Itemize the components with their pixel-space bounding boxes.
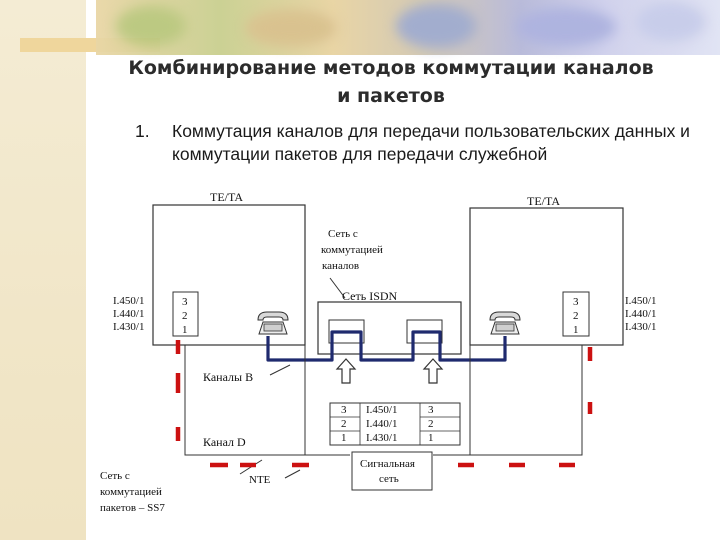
cs-network-label-2: коммутацией xyxy=(321,244,383,256)
b-channels-label: Каналы B xyxy=(203,370,253,384)
title-line-2: и пакетов xyxy=(337,85,445,107)
title-line-1: Комбинирование методов коммутации канало… xyxy=(128,57,654,79)
ps-network-label-1: Сеть с xyxy=(100,470,130,482)
left-layer-3: 3 xyxy=(182,296,188,308)
decorative-side-band xyxy=(0,0,86,540)
left-protocol-2: I.440/1 xyxy=(113,308,144,320)
right-layer-1: 1 xyxy=(573,324,579,336)
ps-network-label-2: коммутацией xyxy=(100,486,162,498)
center-right-layer-3: 3 xyxy=(428,404,434,416)
center-right-layer-2: 2 xyxy=(428,418,434,430)
left-switch-box xyxy=(328,319,365,344)
right-d-channel-line xyxy=(433,345,583,456)
signaling-network-label-2: сеть xyxy=(379,473,399,485)
right-protocol-1: I.450/1 xyxy=(625,295,656,307)
bullet-text: Коммутация каналов для передачи пользова… xyxy=(172,121,690,164)
b-channel-path xyxy=(266,330,507,362)
right-terminal-label: TE/TA xyxy=(527,194,560,208)
left-layer-stack xyxy=(172,291,199,337)
right-up-arrow-icon xyxy=(423,358,443,384)
right-protocol-3: I.430/1 xyxy=(625,321,656,333)
left-protocol-1: I.450/1 xyxy=(113,295,144,307)
cs-network-label-1: Сеть с xyxy=(328,228,358,240)
center-protocol-3: I.430/1 xyxy=(366,432,397,444)
d-channel-label: Канал D xyxy=(203,435,246,449)
right-terminal-box xyxy=(469,207,624,346)
center-protocol-2: I.440/1 xyxy=(366,418,397,430)
nte-label: NTE xyxy=(249,474,271,486)
left-protocol-3: I.430/1 xyxy=(113,321,144,333)
cs-network-pointer xyxy=(329,277,346,299)
center-protocol-box xyxy=(329,402,461,446)
center-left-layer-2: 2 xyxy=(341,418,347,430)
isdn-label: Сеть ISDN xyxy=(342,289,398,303)
left-terminal-label: TE/TA xyxy=(210,190,243,204)
center-protocol-1: I.450/1 xyxy=(366,404,397,416)
left-d-channel-line xyxy=(184,345,305,456)
signaling-network-label-1: Сигнальная xyxy=(360,458,415,470)
ps-network-label-3: пакетов – SS7 xyxy=(100,502,165,514)
left-up-arrow-icon xyxy=(336,358,356,384)
center-right-layer-1: 1 xyxy=(428,432,434,444)
right-layer-3: 3 xyxy=(573,296,579,308)
right-switch-box xyxy=(406,319,443,344)
decorative-header-band xyxy=(96,0,720,55)
right-layer-2: 2 xyxy=(573,310,579,322)
packet-path-dashes xyxy=(175,340,593,468)
right-protocol-2: I.440/1 xyxy=(625,308,656,320)
left-terminal-box xyxy=(152,204,306,346)
signaling-network-box xyxy=(351,451,433,491)
left-layer-2: 2 xyxy=(182,310,188,322)
right-phone-icon xyxy=(489,311,521,335)
right-layer-stack xyxy=(562,291,590,337)
center-left-layer-1: 1 xyxy=(341,432,347,444)
slide-title: Комбинирование методов коммутации канало… xyxy=(96,54,686,110)
center-left-layer-3: 3 xyxy=(341,404,347,416)
bullet-number: 1. xyxy=(135,121,150,141)
left-network-line xyxy=(304,300,350,456)
b-channels-pointer xyxy=(269,364,291,376)
cs-network-label-3: каналов xyxy=(322,260,359,272)
left-layer-1: 1 xyxy=(182,324,188,336)
isdn-network-box xyxy=(317,301,462,355)
left-phone-icon xyxy=(257,311,289,335)
